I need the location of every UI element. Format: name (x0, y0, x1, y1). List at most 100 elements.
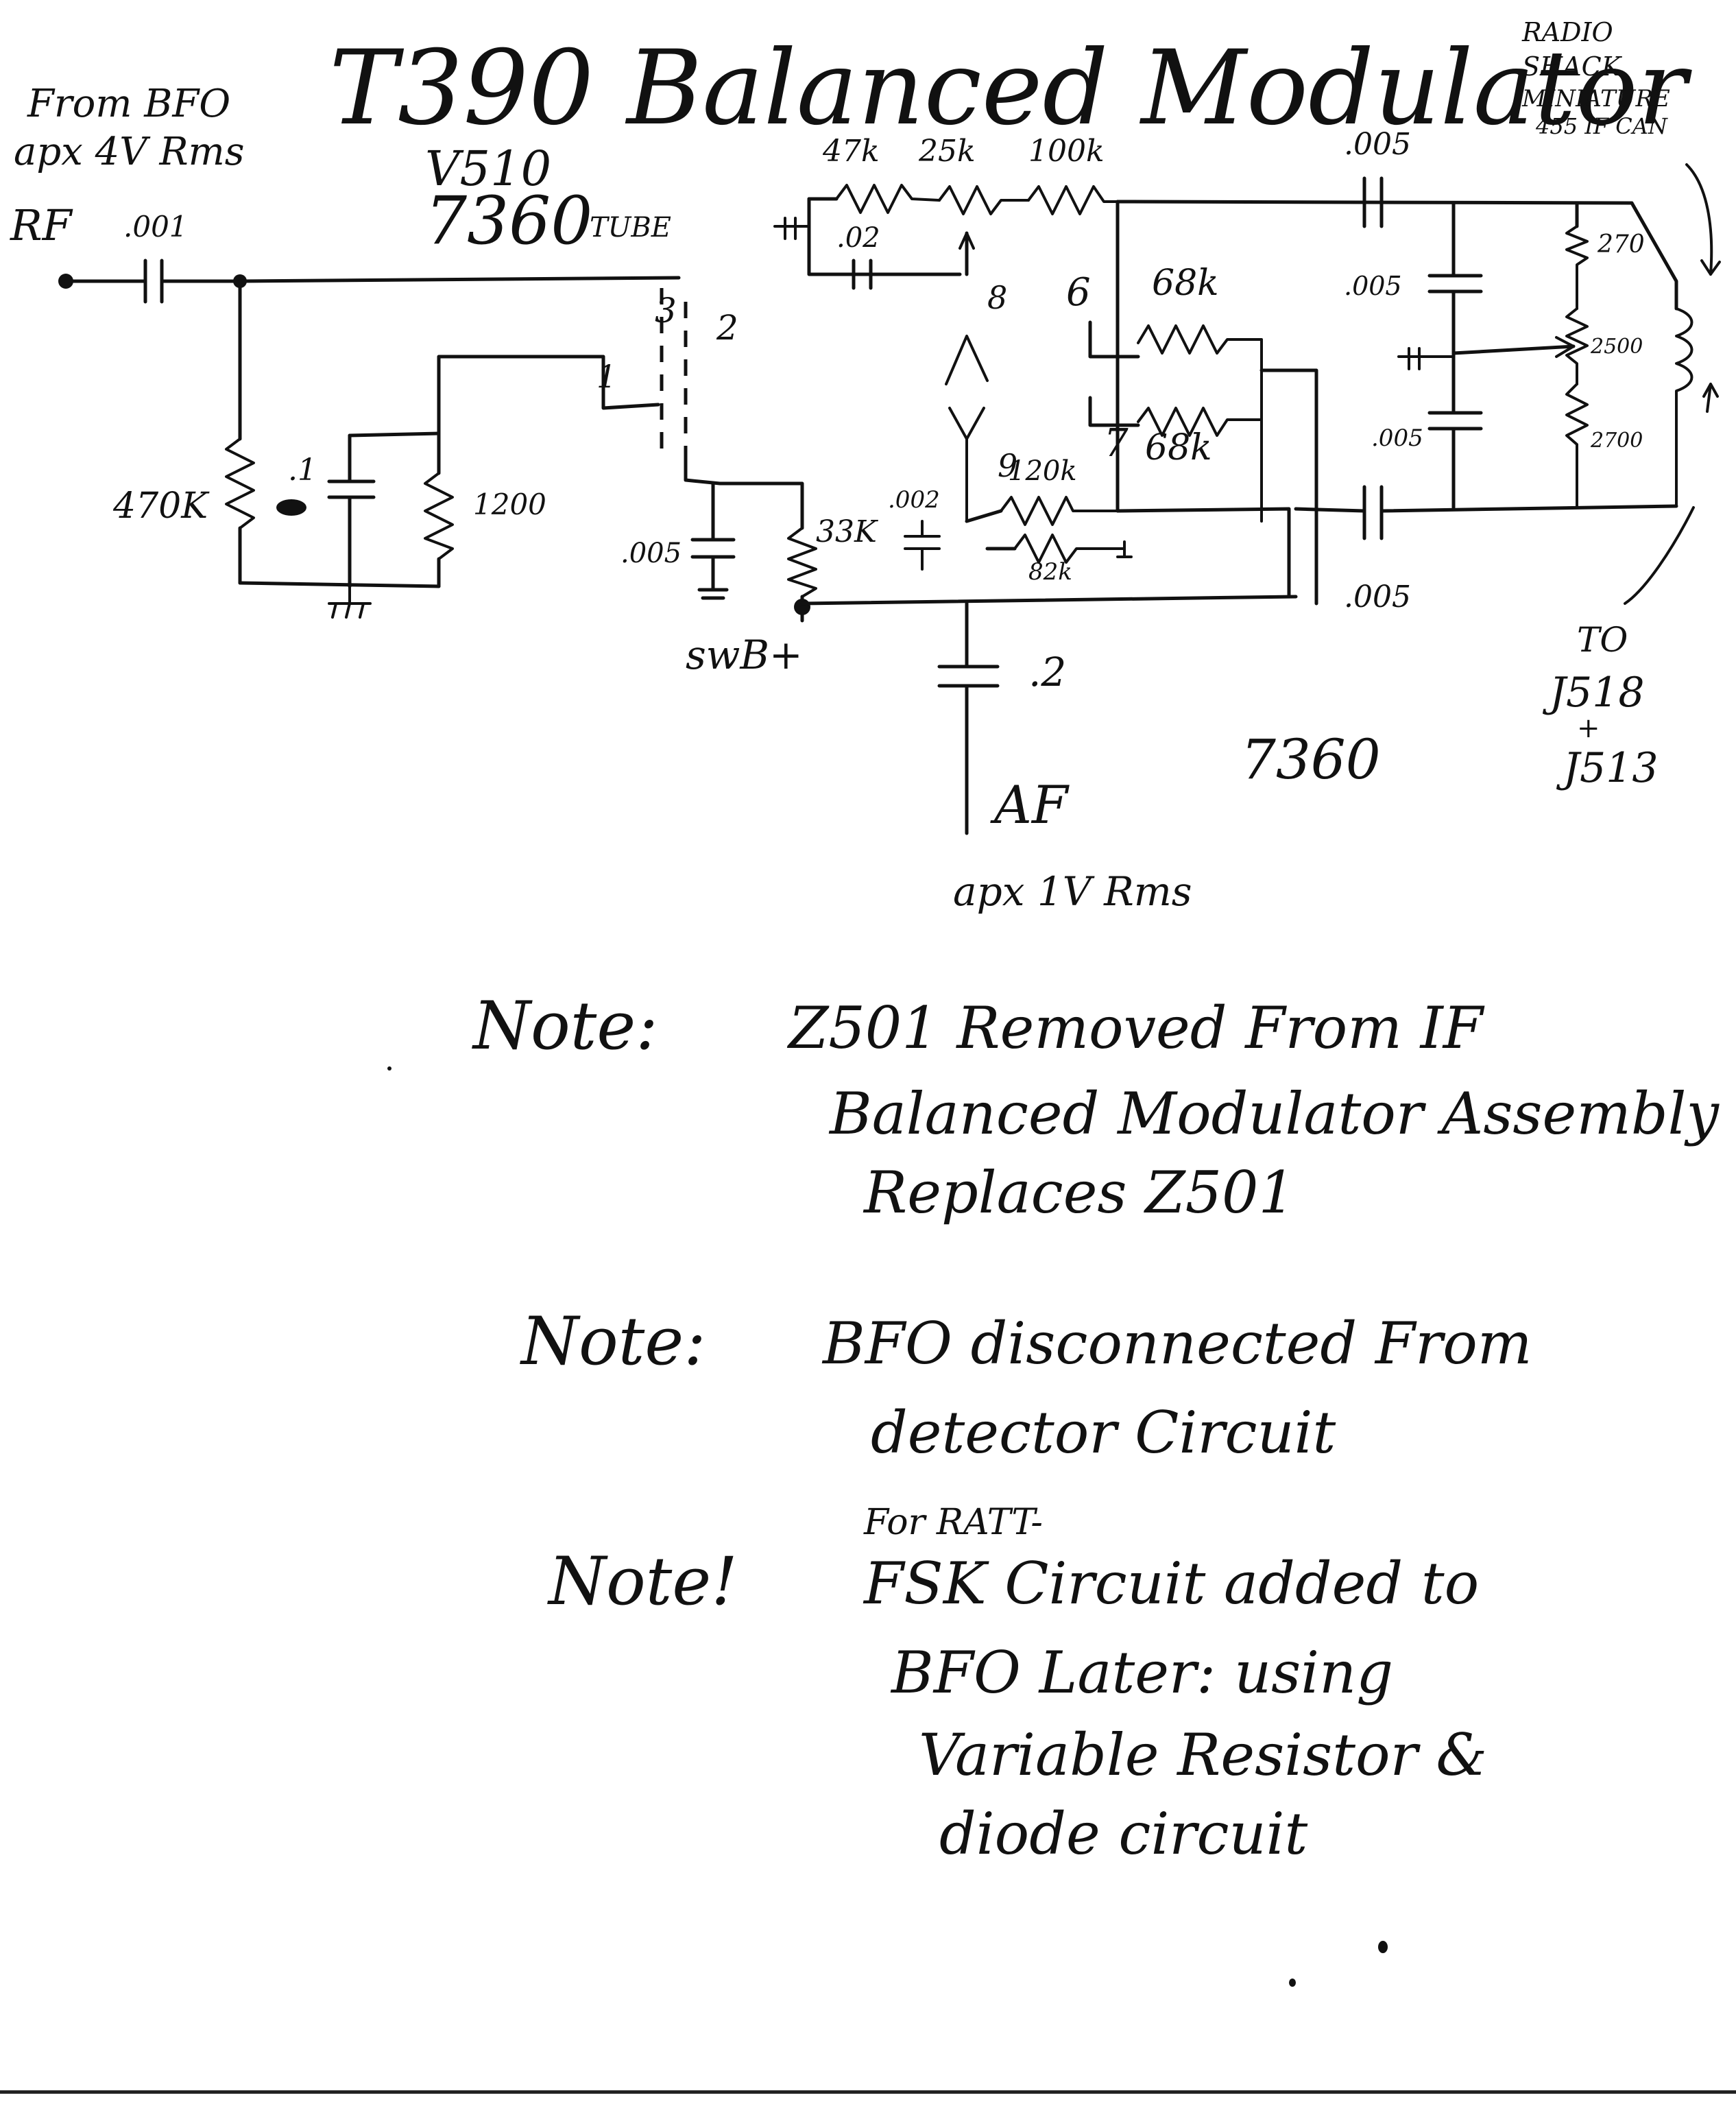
pin3-label: 3 (655, 291, 677, 331)
pot-bypass-capacitor-label: .02 (836, 222, 880, 254)
plate-upper-bracket (1088, 320, 1140, 359)
diagram-title: T390 Balanced Modulator (329, 29, 1693, 148)
output-resistor-top-symbol (1565, 225, 1589, 310)
output-cap-mid-upper-symbol (1427, 274, 1483, 355)
af-label: AF (990, 774, 1070, 835)
input-level-label: apx 4V Rms (14, 130, 245, 174)
top-resistor-47k-label: 47k (822, 134, 880, 169)
af-capacitor-label: .2 (1028, 649, 1066, 695)
note-1-line-2: Balanced Modulator Assembly (830, 1080, 1719, 1147)
balance-pot-symbol (938, 185, 1030, 276)
output-cap-mid-upper-label: .005 (1344, 271, 1402, 301)
plate-lower-bracket (1088, 396, 1140, 427)
note-2-line-1: BFO disconnected From (823, 1310, 1532, 1377)
scan-speck (1378, 1941, 1388, 1953)
tube-type: 7360 (425, 182, 592, 259)
output-cap-mid-lower-label: .005 (1371, 425, 1423, 452)
note-3-label: Note! (548, 1543, 738, 1620)
left-ground-symbol (328, 585, 372, 619)
if-can-label-line2: SHACK (1522, 51, 1623, 82)
tube-reference: V510 (425, 141, 551, 197)
screen-feed-wire (684, 451, 804, 530)
output-resistor-bottom-label: 2700 (1590, 429, 1643, 453)
output-to-arrow-tail (1624, 506, 1695, 605)
plate-resistor-upper-symbol (1137, 324, 1263, 523)
scan-speck (1289, 1979, 1296, 1987)
output-to-label-line2: J518 (1542, 669, 1645, 717)
balance-pot-label: 25k (918, 134, 976, 169)
output-to-label-line1: TO (1577, 620, 1628, 660)
note-3-line-4: diode circuit (939, 1800, 1308, 1867)
grid-120k-bus (1116, 507, 1291, 599)
note-3-line-1: FSK Circuit added to (864, 1550, 1480, 1617)
if-can-coil-symbol (1675, 307, 1693, 507)
top-resistor-100k-label: 100k (1028, 134, 1105, 169)
output-mid-ground-symbol (1397, 347, 1455, 370)
note-2-label: Note: (521, 1303, 706, 1380)
pin9-feed (965, 509, 1003, 523)
coupling-capacitor-symbol (143, 259, 242, 304)
scan-speck (387, 1066, 391, 1071)
note-3-line-2: BFO Later: using (891, 1639, 1394, 1706)
grid-resistor-120k-symbol (1000, 496, 1119, 526)
output-balance-pot-label: 2500 (1590, 335, 1643, 359)
ink-blot (276, 499, 306, 516)
small-capacitor-symbol (904, 520, 941, 571)
if-can-top-lead (1630, 201, 1678, 311)
output-to-label-line3: + (1577, 713, 1600, 744)
plate-resistor-lower-label: 68k (1145, 427, 1212, 468)
output-to-label-line4: J513 (1556, 744, 1659, 792)
note-3-line-3: Variable Resistor & (919, 1721, 1488, 1789)
b-plus-label: swB+ (686, 632, 803, 678)
left-capacitor-label: .1 (288, 453, 317, 488)
top-resistor-47k-symbol (835, 184, 941, 214)
note-1-line-1: Z501 Removed From IF (788, 994, 1484, 1062)
pin6-label: 6 (1066, 270, 1091, 315)
note-3-prefix: For RATT- (864, 1502, 1043, 1543)
grid-resistor-symbol (225, 438, 255, 585)
grid-resistor-120k-label: 120k (1008, 455, 1077, 487)
rf-input-terminal (58, 274, 146, 289)
top-ground-symbol (773, 217, 810, 240)
if-can-label-line1: RADIO (1521, 17, 1613, 47)
pin1-label: 1 (596, 358, 616, 395)
small-capacitor-label: .002 (888, 486, 940, 514)
output-cap-top-label: .005 (1344, 127, 1411, 162)
left-ground-bus (238, 581, 441, 588)
output-cap-bottom-symbol (1362, 485, 1384, 540)
output-bottom-bus (1379, 504, 1678, 513)
tube-deflection-element-upper (945, 335, 989, 385)
note-1-line-3: Replaces Z501 (864, 1159, 1295, 1226)
shunt-resistor-label: 1200 (473, 488, 546, 521)
output-balance-pot-symbol (1451, 307, 1589, 385)
plate-resistor-upper-label: 68k (1152, 263, 1219, 304)
lower-left-capacitor-symbol (690, 481, 736, 600)
grid-feed-wire (238, 276, 681, 283)
lower-left-capacitor-label: .005 (620, 538, 682, 569)
note-1-label: Note: (473, 988, 658, 1064)
screen-resistor-symbol (787, 527, 817, 606)
screen-resistor-label: 33K (816, 514, 878, 549)
tube-deflection-element-lower (948, 407, 985, 523)
pin8-label: 8 (987, 279, 1007, 316)
if-can-label-line4: 455 IF CAN (1535, 113, 1668, 139)
af-level-label: apx 1V Rms (953, 868, 1192, 915)
top-left-bracket (807, 197, 962, 276)
plate-resistor-lower-symbol (1137, 407, 1263, 437)
pot-bypass-capacitor-symbol (852, 259, 873, 290)
plate-return-wire (1259, 368, 1318, 606)
if-can-label-line3: MINIATURE (1521, 85, 1670, 112)
rf-label: RF (10, 200, 73, 250)
shunt-resistor-symbol (424, 431, 454, 588)
pin2-label: 2 (716, 308, 738, 348)
input-source-label: From BFO (27, 82, 230, 126)
output-bottom-feed (1294, 507, 1366, 513)
top-output-bus (1116, 200, 1634, 205)
if-can-pointer-arrow (1685, 163, 1721, 276)
coupling-cap-label: .001 (123, 210, 188, 243)
left-top-bus (348, 431, 441, 438)
output-resistor-top-label: 270 (1597, 230, 1645, 259)
output-cap-bottom-label: .005 (1344, 579, 1411, 614)
